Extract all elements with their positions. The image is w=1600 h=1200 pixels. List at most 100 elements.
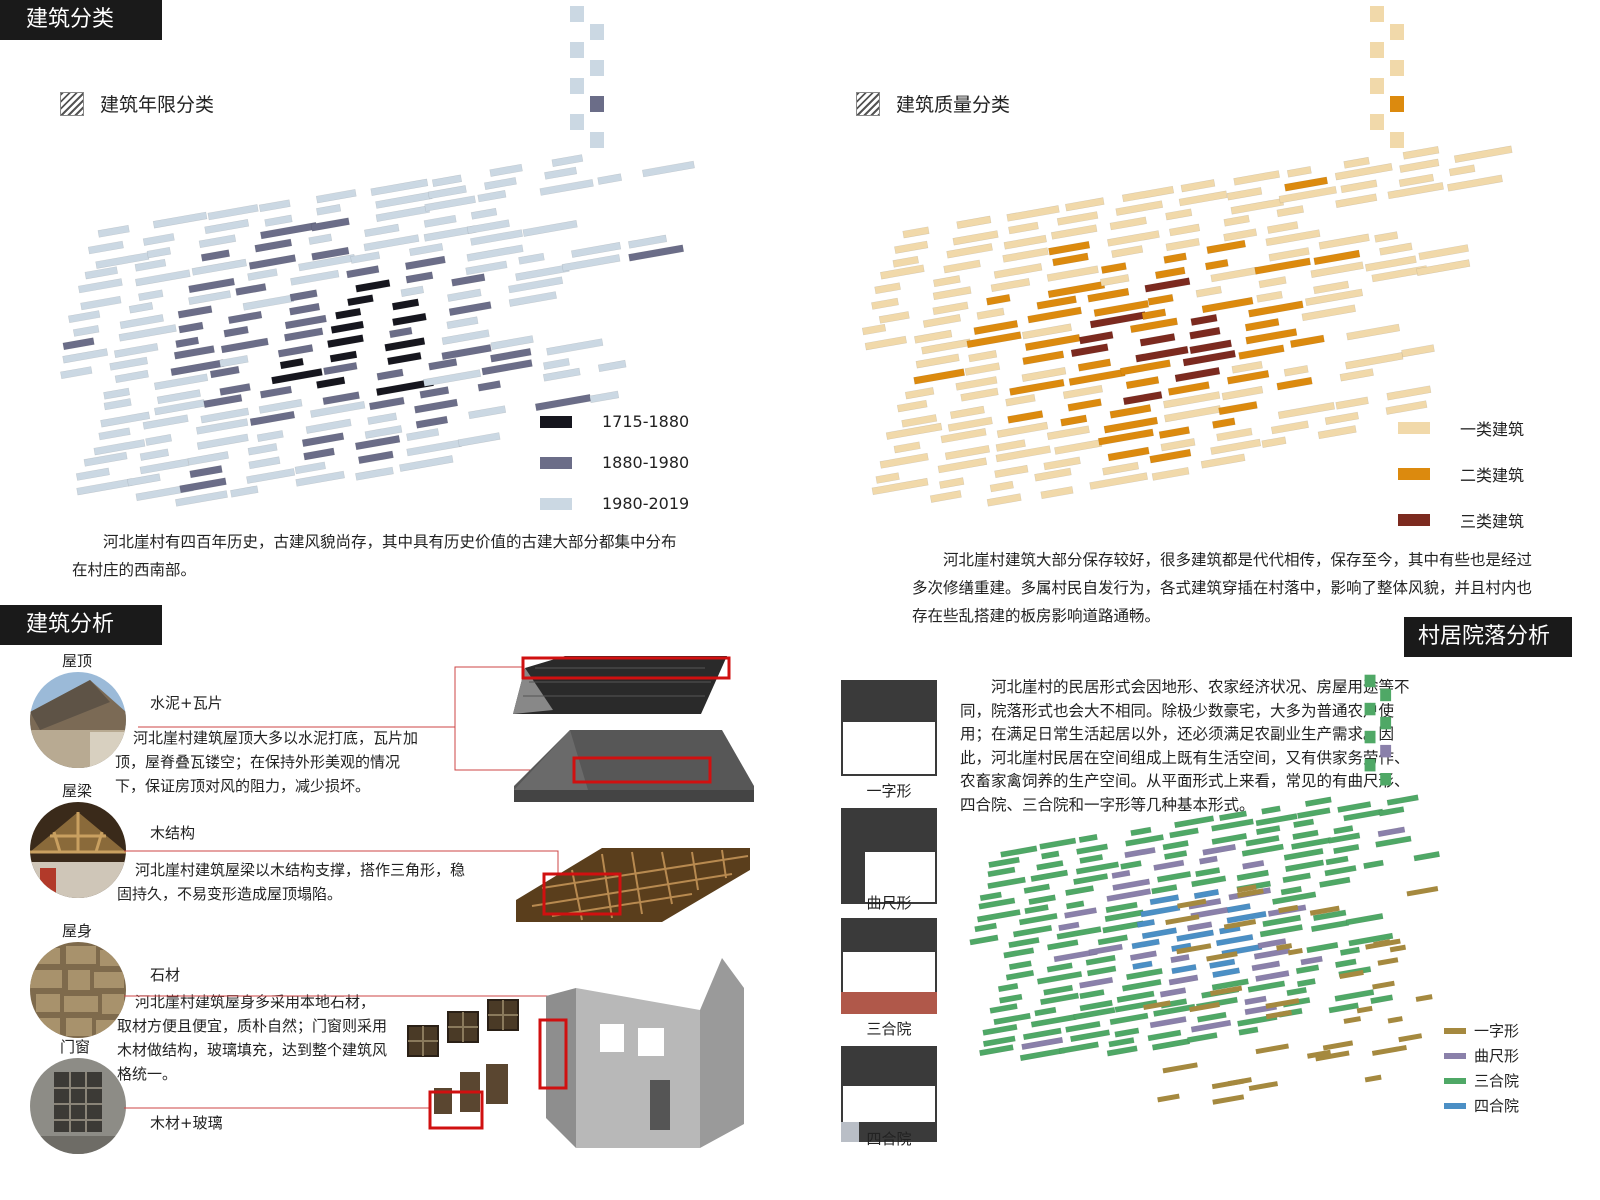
building-footprint xyxy=(969,934,999,946)
age-legend-label-1: 1715-1880 xyxy=(602,412,690,431)
roof-description-text: 河北崖村建筑屋顶大多以水泥打底，瓦片加顶，屋脊叠瓦镂空；在保持外形美观的情况下，… xyxy=(115,729,419,795)
courtyard-type-4-label: 四合院 xyxy=(866,1130,912,1148)
building-footprint xyxy=(1043,456,1081,471)
building-footprint xyxy=(1171,963,1197,975)
building-footprint xyxy=(1079,989,1105,1000)
building-footprint xyxy=(1149,448,1192,464)
building-footprint xyxy=(1005,969,1035,981)
building-footprint xyxy=(628,234,668,249)
building-footprint xyxy=(1008,960,1032,971)
building-footprint xyxy=(470,207,498,220)
building-footprint xyxy=(1064,907,1098,919)
building-footprint xyxy=(956,215,992,229)
building-footprint xyxy=(1387,1016,1403,1024)
building-footprint xyxy=(451,273,486,287)
building-footprint xyxy=(1023,883,1051,894)
building-footprint xyxy=(1125,967,1163,981)
quality-map xyxy=(861,6,1513,507)
building-footprint xyxy=(203,394,243,409)
building-footprint xyxy=(1385,400,1428,415)
building-footprint xyxy=(1021,323,1073,340)
building-footprint xyxy=(189,465,223,479)
building-footprint xyxy=(83,451,128,467)
building-footprint xyxy=(1100,274,1130,287)
building-footprint xyxy=(405,271,434,284)
roof-description: 河北崖村建筑屋顶大多以水泥打底，瓦片加顶，屋脊叠瓦镂空；在保持外形美观的情况下，… xyxy=(115,726,429,798)
building-footprint xyxy=(1077,358,1112,372)
building-footprint xyxy=(571,241,622,258)
building-footprint xyxy=(1212,1094,1245,1105)
building-footprint xyxy=(1111,869,1131,879)
quality-legend: 一类建筑 二类建筑 三类建筑 xyxy=(1398,416,1524,554)
building-footprint xyxy=(946,243,993,259)
building-footprint xyxy=(1227,1077,1252,1087)
age-legend-item-2: 1880-1980 xyxy=(540,453,689,472)
building-footprint xyxy=(1058,1041,1100,1055)
building-footprint xyxy=(1065,1020,1101,1033)
building-footprint xyxy=(589,390,620,404)
building-footprint xyxy=(1390,60,1404,76)
building-footprint xyxy=(1255,1043,1289,1055)
building-footprint xyxy=(145,433,173,446)
building-footprint xyxy=(913,368,966,385)
building-footprint xyxy=(419,386,450,399)
building-footprint xyxy=(427,185,467,200)
building-footprint xyxy=(466,244,524,262)
beam-photo xyxy=(30,802,126,898)
building-footprint xyxy=(570,114,584,130)
building-footprint xyxy=(1375,835,1412,848)
building-footprint xyxy=(1007,410,1044,424)
building-footprint xyxy=(1223,214,1250,227)
building-footprint xyxy=(1040,850,1060,860)
building-footprint xyxy=(80,295,122,311)
building-footprint xyxy=(1309,905,1340,916)
building-footprint xyxy=(364,425,403,439)
building-footprint xyxy=(258,199,291,213)
roof-label: 屋顶 xyxy=(62,652,93,670)
building-footprint xyxy=(98,427,131,441)
building-footprint xyxy=(303,447,335,461)
building-footprint xyxy=(874,282,901,295)
building-footprint xyxy=(543,357,570,370)
building-footprint xyxy=(187,451,229,466)
building-footprint xyxy=(1345,352,1404,370)
building-footprint xyxy=(1364,702,1376,716)
building-footprint xyxy=(1069,1029,1111,1043)
building-footprint xyxy=(1304,796,1332,808)
building-footprint xyxy=(254,238,293,253)
beam-model xyxy=(516,848,750,922)
building-footprint xyxy=(370,178,429,196)
building-footprint xyxy=(1079,976,1114,989)
building-footprint xyxy=(175,336,200,348)
building-footprint xyxy=(446,316,479,330)
building-footprint xyxy=(1378,806,1405,817)
building-footprint xyxy=(153,373,209,391)
building-footprint xyxy=(1036,860,1064,871)
building-footprint xyxy=(597,359,627,373)
building-footprint xyxy=(1043,984,1074,996)
building-footprint xyxy=(311,246,350,261)
building-footprint xyxy=(1157,1093,1180,1103)
courtyard-legend: 一字形 曲尺形 三合院 四合院 xyxy=(1444,1020,1519,1120)
building-footprint xyxy=(1211,818,1255,832)
building-footprint xyxy=(1019,1047,1066,1062)
building-footprint xyxy=(1377,826,1406,838)
building-footprint xyxy=(590,24,604,40)
building-footprint xyxy=(901,414,938,428)
building-footprint xyxy=(987,876,1026,890)
building-footprint xyxy=(1416,259,1471,276)
building-footprint xyxy=(1364,1074,1382,1083)
building-footprint xyxy=(1254,257,1311,275)
building-footprint xyxy=(1140,904,1181,918)
building-footprint xyxy=(481,359,533,376)
building-footprint xyxy=(1190,313,1218,326)
building-footprint xyxy=(1284,176,1329,192)
building-footprint xyxy=(1306,941,1339,954)
building-footprint xyxy=(1276,205,1305,218)
building-footprint xyxy=(1005,393,1036,407)
building-footprint xyxy=(477,190,507,203)
building-footprint xyxy=(1174,366,1221,383)
building-footprint xyxy=(1114,1027,1140,1038)
building-footprint xyxy=(271,368,323,385)
building-footprint xyxy=(968,350,998,363)
